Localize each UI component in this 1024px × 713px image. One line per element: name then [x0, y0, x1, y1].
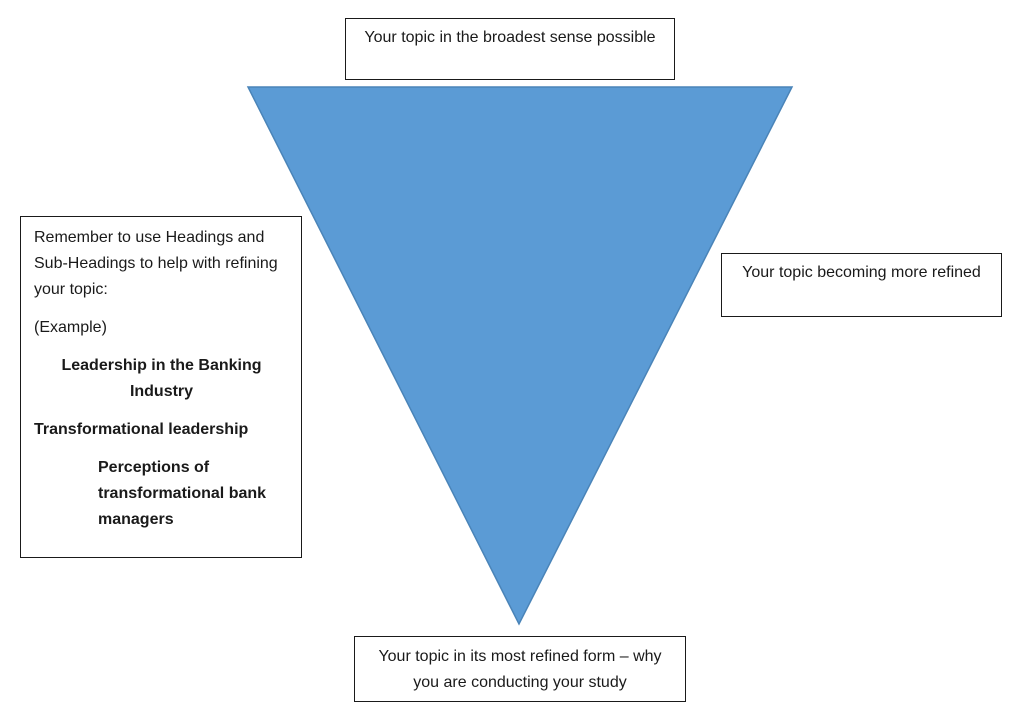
example-heading-level-2: Transformational leadership	[34, 421, 249, 438]
most-refined-topic-box: Your topic in its most refined form – wh…	[354, 636, 686, 702]
refined-topic-box: Your topic becoming more refined	[721, 253, 1002, 317]
example-heading-level-1: Leadership in the Banking Industry	[61, 357, 262, 400]
reminder-intro-text: Remember to use Headings and Sub-Heading…	[34, 229, 278, 298]
refined-topic-text: Your topic becoming more refined	[742, 264, 981, 281]
broadest-topic-text: Your topic in the broadest sense possibl…	[364, 29, 656, 46]
broadest-topic-box: Your topic in the broadest sense possibl…	[345, 18, 675, 80]
headings-reminder-box: Remember to use Headings and Sub-Heading…	[20, 216, 302, 558]
example-label: (Example)	[34, 319, 107, 336]
funnel-shape	[246, 86, 794, 626]
most-refined-topic-text: Your topic in its most refined form – wh…	[378, 648, 662, 691]
example-heading-level-3: Perceptions of transformational bank man…	[98, 459, 267, 528]
